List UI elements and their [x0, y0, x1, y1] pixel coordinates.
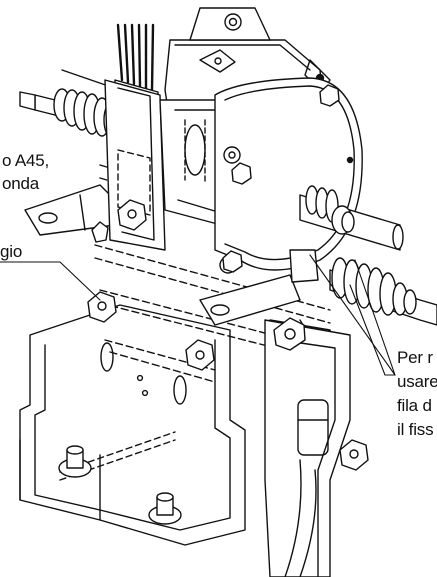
callout-right-line4: il fiss [397, 420, 434, 439]
lower-bracket [19, 304, 246, 546]
callout-right-line1: Per r [397, 348, 433, 367]
callout-right-line2: usare [397, 372, 437, 391]
callout-left-b: gio [0, 242, 23, 261]
callout-left-line2: onda [2, 174, 40, 193]
right-shaft [299, 185, 404, 251]
callout-left-line1: o A45, [2, 151, 50, 170]
hex-nuts [87, 84, 369, 471]
vertical-lever [264, 319, 351, 577]
lower-bracket-bolts [58, 445, 182, 525]
leader-lines [0, 254, 396, 376]
right-insulator [329, 257, 437, 326]
callout-right-line3: fila d [397, 396, 432, 415]
